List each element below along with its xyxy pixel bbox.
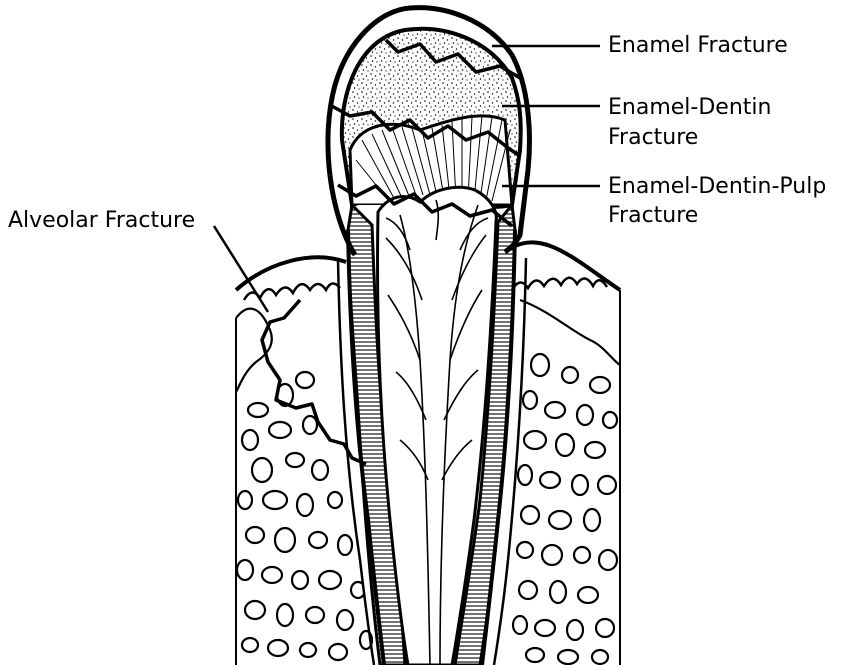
label-enamel-dentin-pulp-fracture-line1: Enamel-Dentin-Pulp <box>608 172 826 202</box>
label-enamel-dentin-fracture-line2: Fracture <box>608 123 698 153</box>
label-enamel-fracture: Enamel Fracture <box>608 31 788 61</box>
label-enamel-dentin-fracture-line1: Enamel-Dentin <box>608 93 771 123</box>
label-alveolar-fracture: Alveolar Fracture <box>8 206 195 236</box>
dentin-radial <box>350 116 512 205</box>
leader-alveolar-fracture <box>214 226 268 312</box>
right-alveolar-bone <box>505 242 620 665</box>
tooth <box>328 8 529 665</box>
label-enamel-dentin-pulp-fracture-line2: Fracture <box>608 201 698 231</box>
